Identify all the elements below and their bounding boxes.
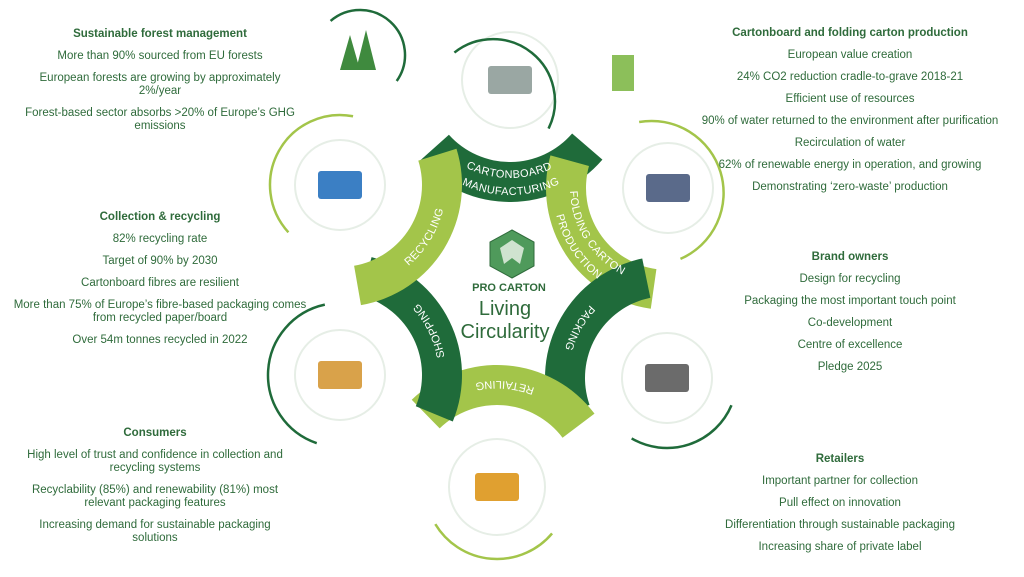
block-item: 90% of water returned to the environment… xyxy=(701,115,999,127)
arrow-retail xyxy=(434,523,554,561)
band-shopping xyxy=(361,257,462,422)
band-recycling xyxy=(354,148,462,306)
block-item: Recirculation of water xyxy=(794,137,906,149)
block-title: Retailers xyxy=(815,453,865,465)
block-title: Brand owners xyxy=(811,251,889,263)
block-item: Target of 90% by 2030 xyxy=(102,255,218,267)
block-item: Demonstrating ‘zero-waste’ production xyxy=(752,181,948,193)
block-item: Co-development xyxy=(807,317,893,329)
block-item: Increasing share of private label xyxy=(758,541,922,553)
arrow-shopping xyxy=(266,303,326,445)
brand-name: PRO CARTON xyxy=(472,282,546,294)
block-item: Recyclability (85%) and renewability (81… xyxy=(31,484,279,509)
block-item: Efficient use of resources xyxy=(785,93,915,105)
block-item: Packaging the most important touch point xyxy=(744,295,956,307)
block-production: Cartonboard and folding carton productio… xyxy=(690,27,1010,203)
block-item: More than 75% of Europe’s fibre-based pa… xyxy=(13,299,307,324)
block-item: High level of trust and confidence in co… xyxy=(27,449,283,474)
block-item: Forest-based sector absorbs >20% of Euro… xyxy=(25,107,295,132)
block-item: Differentiation through sustainable pack… xyxy=(725,519,955,531)
block-item: Increasing demand for sustainable packag… xyxy=(39,519,271,544)
arrow-recycling xyxy=(268,113,354,234)
arrow-packing xyxy=(631,404,733,450)
block-item: Cartonboard fibres are resilient xyxy=(81,277,239,289)
forest-icon xyxy=(340,30,376,70)
block-title: Cartonboard and folding carton productio… xyxy=(732,27,968,39)
supermarket-icon xyxy=(475,473,519,501)
arrow-forest xyxy=(329,8,407,82)
block-item: 24% CO2 reduction cradle-to-grave 2018-2… xyxy=(736,71,964,83)
block-recycling: Collection & recycling 82% recycling rate… xyxy=(10,211,310,356)
block-item: Important partner for collection xyxy=(762,475,918,487)
packing-machine-icon xyxy=(645,364,689,392)
block-title: Collection & recycling xyxy=(99,211,221,223)
block-item: Pull effect on innovation xyxy=(779,497,901,509)
band-packing xyxy=(545,258,651,418)
block-item: Centre of excellence xyxy=(797,339,903,351)
block-item: European value creation xyxy=(787,49,913,61)
recycling-bins-icon xyxy=(318,171,362,199)
block-title: Sustainable forest management xyxy=(73,28,247,40)
block-item: 82% recycling rate xyxy=(112,233,208,245)
block-item: Pledge 2025 xyxy=(817,361,883,373)
center-title-line2: Circularity xyxy=(461,321,550,343)
block-item: Design for recycling xyxy=(799,273,901,285)
block-item: More than 90% sourced from EU forests xyxy=(57,50,263,62)
arrow-manufacturing xyxy=(453,37,557,130)
block-title: Consumers xyxy=(123,427,187,439)
arrow-folding xyxy=(638,119,725,261)
building-icon xyxy=(612,55,634,91)
block-item: 62% of renewable energy in operation, an… xyxy=(718,159,982,171)
block-item: European forests are growing by approxim… xyxy=(39,72,281,97)
center-title-line1: Living xyxy=(479,298,531,320)
logo-leaf-icon xyxy=(500,240,524,264)
factory-icon xyxy=(488,66,532,94)
folding-machine-icon xyxy=(646,174,690,202)
block-item: Over 54m tonnes recycled in 2022 xyxy=(72,334,248,346)
shopper-icon xyxy=(318,361,362,389)
